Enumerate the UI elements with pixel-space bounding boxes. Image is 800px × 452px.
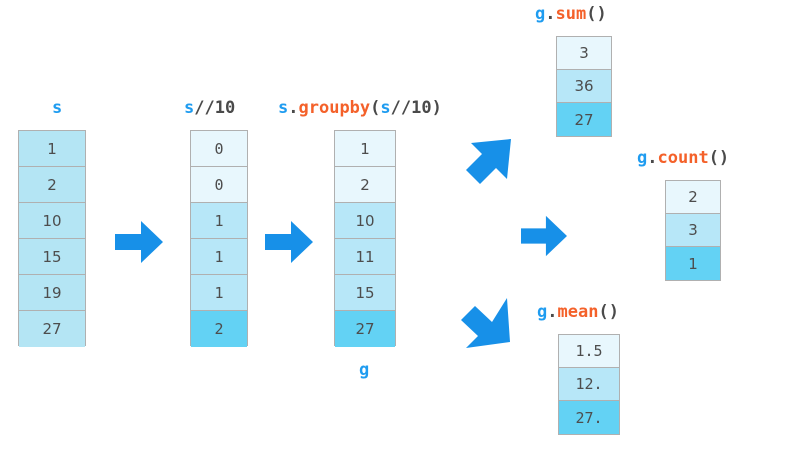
label-token-1: . bbox=[647, 148, 658, 168]
label-token-1: //10 bbox=[194, 98, 236, 118]
table-cell: 15 bbox=[335, 275, 395, 311]
arrow-floordiv-to-groupby-icon bbox=[263, 218, 315, 266]
label-token-2: mean bbox=[557, 302, 599, 322]
table-cell: 27 bbox=[557, 103, 611, 136]
label-token-0: g bbox=[535, 4, 546, 24]
table-cell: 19 bbox=[19, 275, 85, 311]
table-cell: 0 bbox=[191, 131, 247, 167]
label-token-1: . bbox=[547, 302, 558, 322]
label-token-3: () bbox=[708, 148, 730, 168]
table-cell: 2 bbox=[19, 167, 85, 203]
arrow-series-to-floordiv-icon bbox=[113, 218, 165, 266]
table-cell: 1 bbox=[191, 275, 247, 311]
table-cell: 15 bbox=[19, 239, 85, 275]
column-label-sum: g.sum() bbox=[535, 4, 607, 24]
label-token-0: g bbox=[637, 148, 648, 168]
label-token-0: g bbox=[537, 302, 548, 322]
column-label-mean: g.mean() bbox=[537, 302, 619, 322]
column-label-groupby: s.groupby(s//10) bbox=[278, 98, 442, 118]
groupby-result-label: g bbox=[359, 360, 370, 380]
label-token-0: s bbox=[184, 98, 195, 118]
label-token-1: . bbox=[288, 98, 299, 118]
column-label-floordiv: s//10 bbox=[184, 98, 235, 118]
table-cell: 3 bbox=[666, 214, 720, 247]
arrow-groupby-to-mean-icon bbox=[452, 292, 516, 354]
table-cell: 1 bbox=[191, 239, 247, 275]
table-cell: 27. bbox=[559, 401, 619, 434]
table-cell: 11 bbox=[335, 239, 395, 275]
arrow-groupby-to-count-icon bbox=[519, 213, 569, 259]
label-token-3: () bbox=[586, 4, 607, 24]
table-cell: 10 bbox=[19, 203, 85, 239]
label-token-0: s bbox=[278, 98, 289, 118]
label-token-5: //10) bbox=[390, 98, 442, 118]
table-cell: 1 bbox=[191, 203, 247, 239]
label-token-0: s bbox=[52, 98, 63, 118]
label-token-4: s bbox=[380, 98, 391, 118]
table-cell: 2 bbox=[666, 181, 720, 214]
table-cell: 36 bbox=[557, 70, 611, 103]
table-cell: 12. bbox=[559, 368, 619, 401]
table-cell: 1 bbox=[666, 247, 720, 280]
table-cell: 2 bbox=[191, 311, 247, 347]
label-token-2: groupby bbox=[298, 98, 371, 118]
label-token-2: sum bbox=[555, 4, 587, 24]
table-cell: 10 bbox=[335, 203, 395, 239]
table-cell: 1 bbox=[335, 131, 395, 167]
table-cell: 3 bbox=[557, 37, 611, 70]
label-token-1: . bbox=[545, 4, 556, 24]
column-label-series: s bbox=[52, 98, 62, 118]
table-cell: 27 bbox=[335, 311, 395, 347]
label-token-3: ( bbox=[370, 98, 381, 118]
label-token-3: () bbox=[598, 302, 619, 322]
label-token-2: count bbox=[657, 148, 709, 168]
arrow-groupby-to-sum-icon bbox=[455, 135, 517, 197]
table-cell: 27 bbox=[19, 311, 85, 347]
table-cell: 2 bbox=[335, 167, 395, 203]
table-cell: 0 bbox=[191, 167, 247, 203]
table-cell: 1.5 bbox=[559, 335, 619, 368]
table-cell: 1 bbox=[19, 131, 85, 167]
column-label-count: g.count() bbox=[637, 148, 729, 168]
